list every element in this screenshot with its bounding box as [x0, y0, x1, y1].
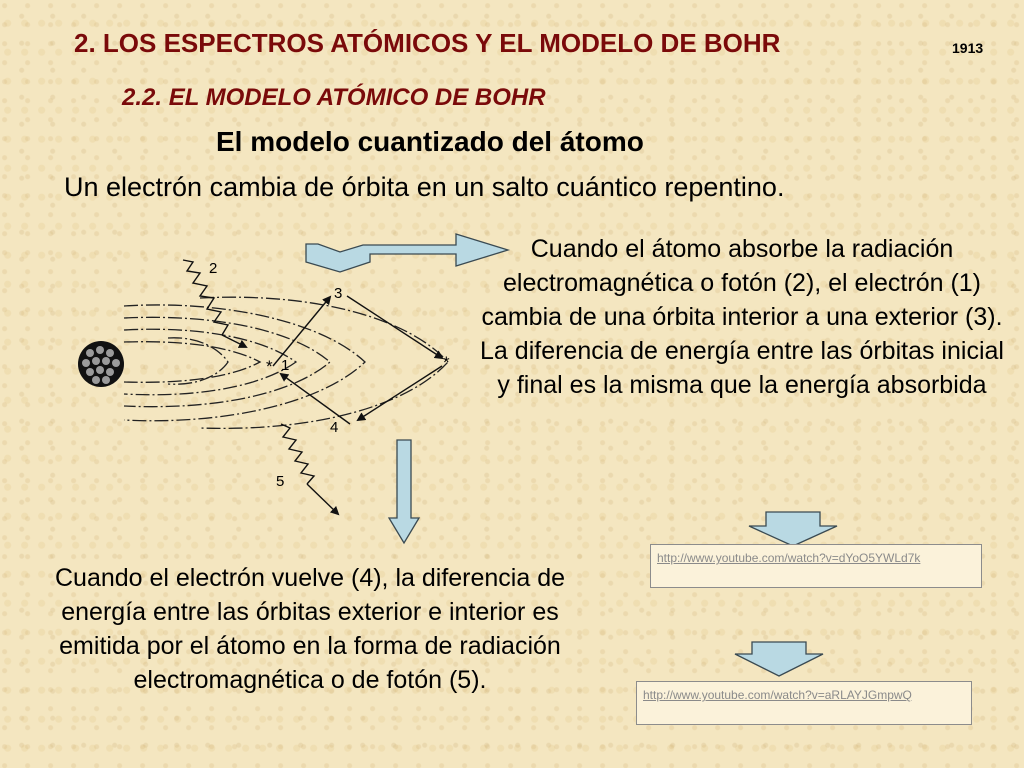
video-link-box-1: http://www.youtube.com/watch?v=dYoO5YWLd…	[650, 544, 982, 588]
label-1: 1	[281, 357, 289, 374]
slide-subtitle: 2.2. EL MODELO ATÓMICO DE BOHR	[122, 84, 546, 111]
label-5: 5	[276, 473, 284, 490]
label-2: 2	[209, 260, 217, 277]
absorption-paragraph: Cuando el átomo absorbe la radiación ele…	[480, 235, 1004, 399]
video-link-1[interactable]: http://www.youtube.com/watch?v=dYoO5YWLd…	[657, 551, 921, 565]
emission-paragraph: Cuando el electrón vuelve (4), la difere…	[54, 564, 566, 694]
jump-arrows	[272, 295, 444, 425]
lead-sentence: Un electrón cambia de órbita en un salto…	[64, 172, 785, 202]
outgoing-photon	[280, 423, 340, 516]
video-link-2[interactable]: http://www.youtube.com/watch?v=aRLAYJGmp…	[643, 688, 912, 702]
nucleus	[78, 341, 124, 387]
label-3: 3	[334, 285, 342, 302]
section-heading: El modelo cuantizado del átomo	[216, 126, 644, 157]
year-label: 1913	[952, 40, 984, 56]
incoming-photon	[182, 259, 248, 348]
link-down-arrow-2	[734, 641, 824, 677]
link-down-arrow-1	[748, 511, 838, 547]
curved-right-arrow	[305, 233, 511, 273]
orbit-lines	[123, 296, 449, 430]
outer-electron-marker: *	[443, 353, 450, 372]
down-arrow	[387, 439, 421, 545]
electron-marker: *	[266, 357, 273, 376]
slide-title: 2. LOS ESPECTROS ATÓMICOS Y EL MODELO DE…	[74, 28, 781, 58]
label-4: 4	[330, 419, 338, 436]
video-link-box-2: http://www.youtube.com/watch?v=aRLAYJGmp…	[636, 681, 972, 725]
